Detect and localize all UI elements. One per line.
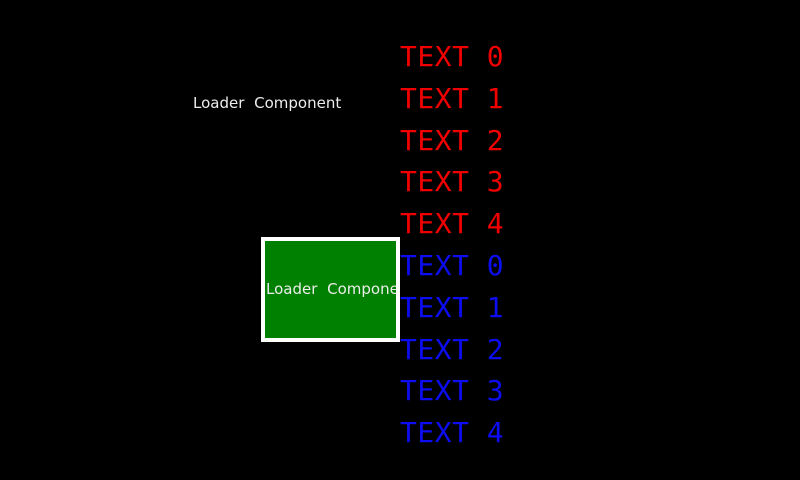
text-list-item: TEXT 3	[400, 374, 505, 408]
loader-box-label: Loader Component	[266, 280, 400, 298]
loader-box: Loader Component	[261, 237, 400, 342]
text-list-item: TEXT 2	[400, 123, 505, 157]
text-list-item: TEXT 1	[400, 81, 505, 115]
text-list-item: TEXT 1	[400, 290, 505, 324]
text-list-item: TEXT 4	[400, 207, 505, 241]
text-list-item: TEXT 0	[400, 40, 505, 73]
loader-component-label: Loader Component	[193, 94, 342, 112]
text-list-item: TEXT 4	[400, 416, 505, 450]
text-list: TEXT 0 TEXT 1 TEXT 2 TEXT 3 TEXT 4 TEXT …	[400, 36, 504, 454]
text-list-item: TEXT 2	[400, 332, 505, 366]
text-list-item: TEXT 3	[400, 165, 505, 199]
text-list-item: TEXT 0	[400, 248, 505, 282]
